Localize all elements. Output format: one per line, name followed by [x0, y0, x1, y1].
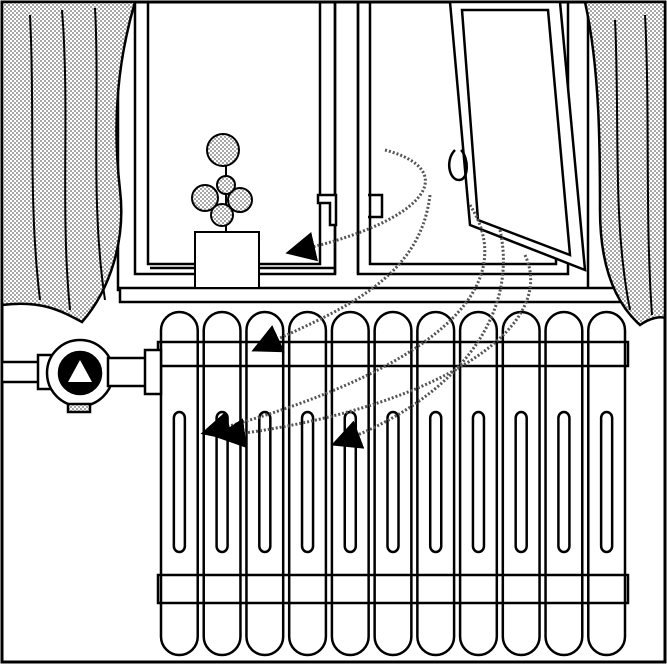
radiator-section-slot [471, 410, 486, 554]
radiator-section-slot [343, 410, 358, 554]
curtain-icon [0, 0, 667, 327]
radiator-section-slot [300, 410, 315, 554]
radiator-section-slot [514, 410, 528, 554]
radiator-section-slot [599, 410, 614, 554]
thermostat-valve-icon [0, 338, 163, 414]
radiator-section-slot [428, 410, 443, 554]
radiator-section-slot [172, 410, 187, 554]
radiator-section-slot [386, 410, 400, 554]
airflow-arrow-icon [200, 148, 533, 449]
radiator-icon [156, 310, 630, 657]
radiator-section-slot [258, 410, 272, 554]
radiator-section-slot [215, 410, 229, 554]
radiator-section-slot [557, 410, 571, 554]
flowerpot-icon [191, 133, 260, 289]
radiator-header-bar [156, 573, 630, 605]
